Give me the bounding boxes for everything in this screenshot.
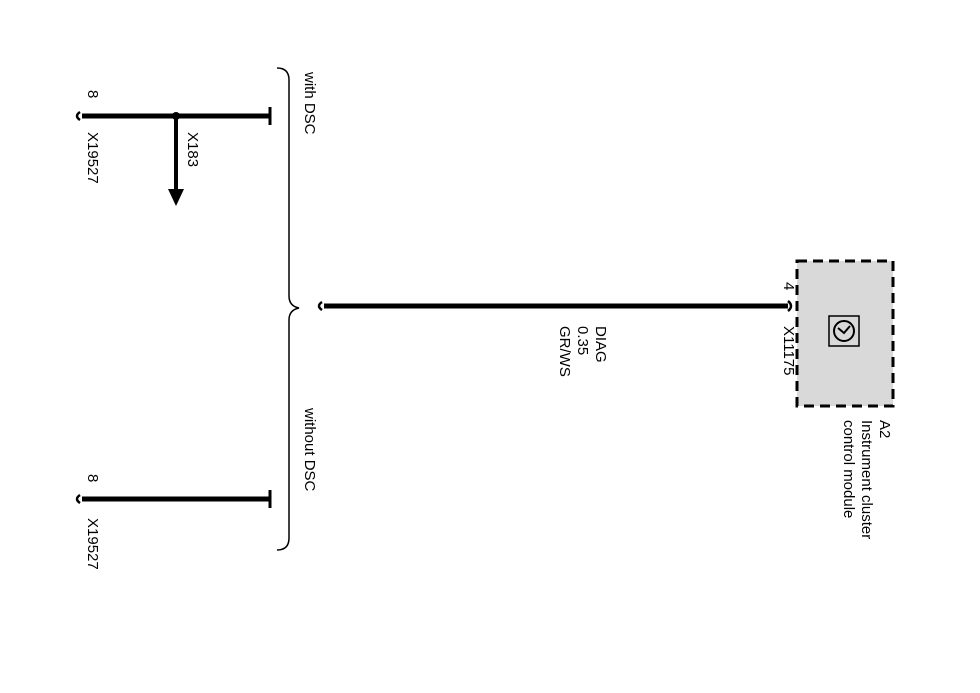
variant-brace	[276, 67, 300, 551]
without-dsc-branch: 8 X19527 without DSC	[75, 407, 318, 570]
wire-color-label: GR/WS	[556, 326, 573, 377]
connector-hook-icon	[787, 300, 793, 312]
module-name-line2: control module	[840, 420, 857, 518]
variant-label-without-dsc: without DSC	[301, 407, 318, 492]
module-box	[795, 259, 895, 408]
diag-wire-group: DIAG 0.35 GR/WS 4 X11175	[317, 282, 797, 377]
connector-label-x11175: X11175	[780, 326, 797, 376]
with-dsc-branch: 8 X19527 X183 with DSC	[75, 71, 318, 206]
arrow-down-icon	[168, 189, 184, 206]
module-a2: A2 Instrument cluster control module	[795, 259, 895, 539]
wire-gauge-label: 0.35	[574, 326, 591, 355]
connector-hook-icon	[75, 110, 81, 122]
module-name-line1: Instrument cluster	[858, 420, 875, 539]
variant-label-with-dsc: with DSC	[301, 71, 318, 135]
connector-hook-icon	[317, 300, 323, 312]
wire-signal-label: DIAG	[592, 326, 609, 363]
module-ref: A2	[876, 420, 893, 438]
connector-label-x19527-bottom: X19527	[84, 518, 101, 570]
connector-label-x183: X183	[184, 132, 201, 167]
pin-label-bottom: 8	[84, 474, 101, 482]
pin-label-x11175: 4	[780, 282, 797, 290]
connector-label-x19527-top: X19527	[84, 132, 101, 184]
pin-label-top: 8	[84, 90, 101, 98]
instrument-cluster-icon	[828, 315, 860, 347]
connector-hook-icon	[75, 493, 81, 505]
